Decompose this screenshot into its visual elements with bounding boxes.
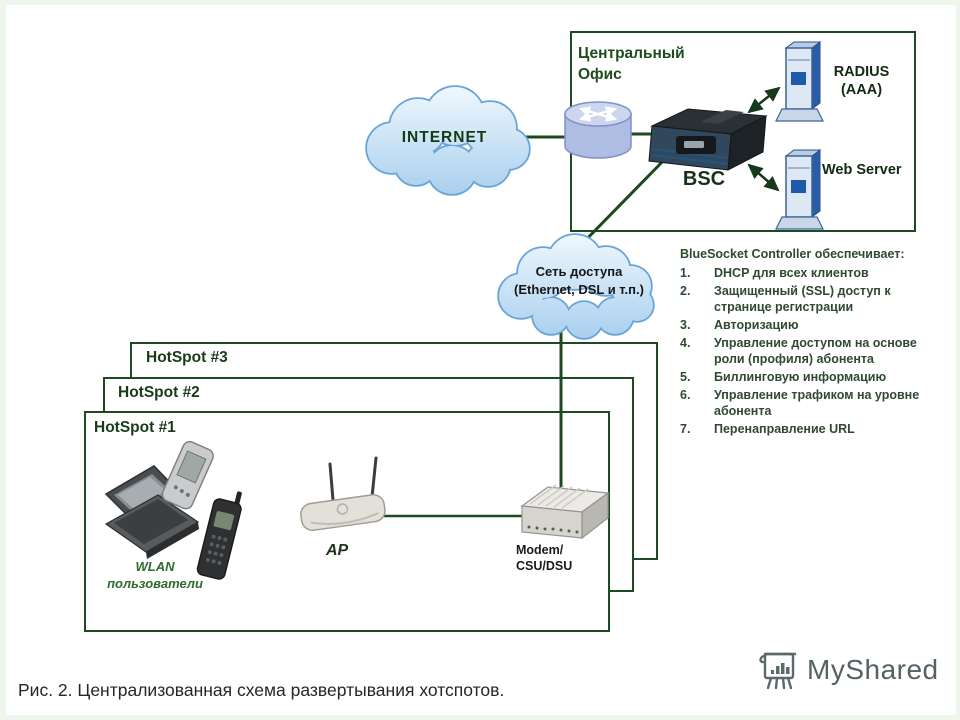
access-network-label: Сеть доступа (Ethernet, DSL и т.п.) xyxy=(514,264,644,297)
figure-caption: Рис. 2. Централизованная схема развертыв… xyxy=(18,680,505,700)
myshared-logo-icon xyxy=(759,652,797,690)
slide-edge-top xyxy=(0,0,960,5)
list-item: 4. Управление доступом на основе роли (п… xyxy=(680,336,917,366)
list-item: 3. Авторизацию xyxy=(680,318,799,332)
slide-edge-right xyxy=(956,0,960,720)
list-item: 5. Биллинговую информацию xyxy=(680,370,887,384)
list-item: 6. Управление трафиком на уровне абонент… xyxy=(680,388,920,418)
internet-cloud-label: INTERNET xyxy=(401,129,488,146)
hotspot-2-label: HotSpot #2 xyxy=(118,384,200,401)
access-point-label: AP xyxy=(326,542,349,559)
wlan-users-label: WLAN пользователи xyxy=(107,559,203,591)
central-office-label: Центральный Офис xyxy=(578,45,685,83)
features-title: BlueSocket Controller обеспечивает: xyxy=(680,247,905,261)
list-item: 7. Перенаправление URL xyxy=(680,422,855,436)
hotspot-3-label: HotSpot #3 xyxy=(146,349,228,366)
hotspot-box-1 xyxy=(84,411,610,632)
slide-edge-bottom xyxy=(0,715,960,720)
modem-label: Modem/ CSU/DSU xyxy=(516,543,573,574)
slide-edge-left xyxy=(0,0,6,720)
myshared-watermark: MyShared xyxy=(755,648,939,692)
web-server-label: Web Server xyxy=(822,162,902,178)
list-item: 1. DHCP для всех клиентов xyxy=(680,266,869,280)
features-list: BlueSocket Controller обеспечивает: 1. D… xyxy=(680,246,932,439)
myshared-logo-text: MyShared xyxy=(807,654,939,685)
bsc-label: BSC xyxy=(682,168,726,190)
radius-server-label: RADIUS (AAA) xyxy=(833,64,890,99)
list-item: 2. Защищенный (SSL) доступ к странице ре… xyxy=(680,284,891,314)
hotspot-1-label: HotSpot #1 xyxy=(94,419,176,436)
